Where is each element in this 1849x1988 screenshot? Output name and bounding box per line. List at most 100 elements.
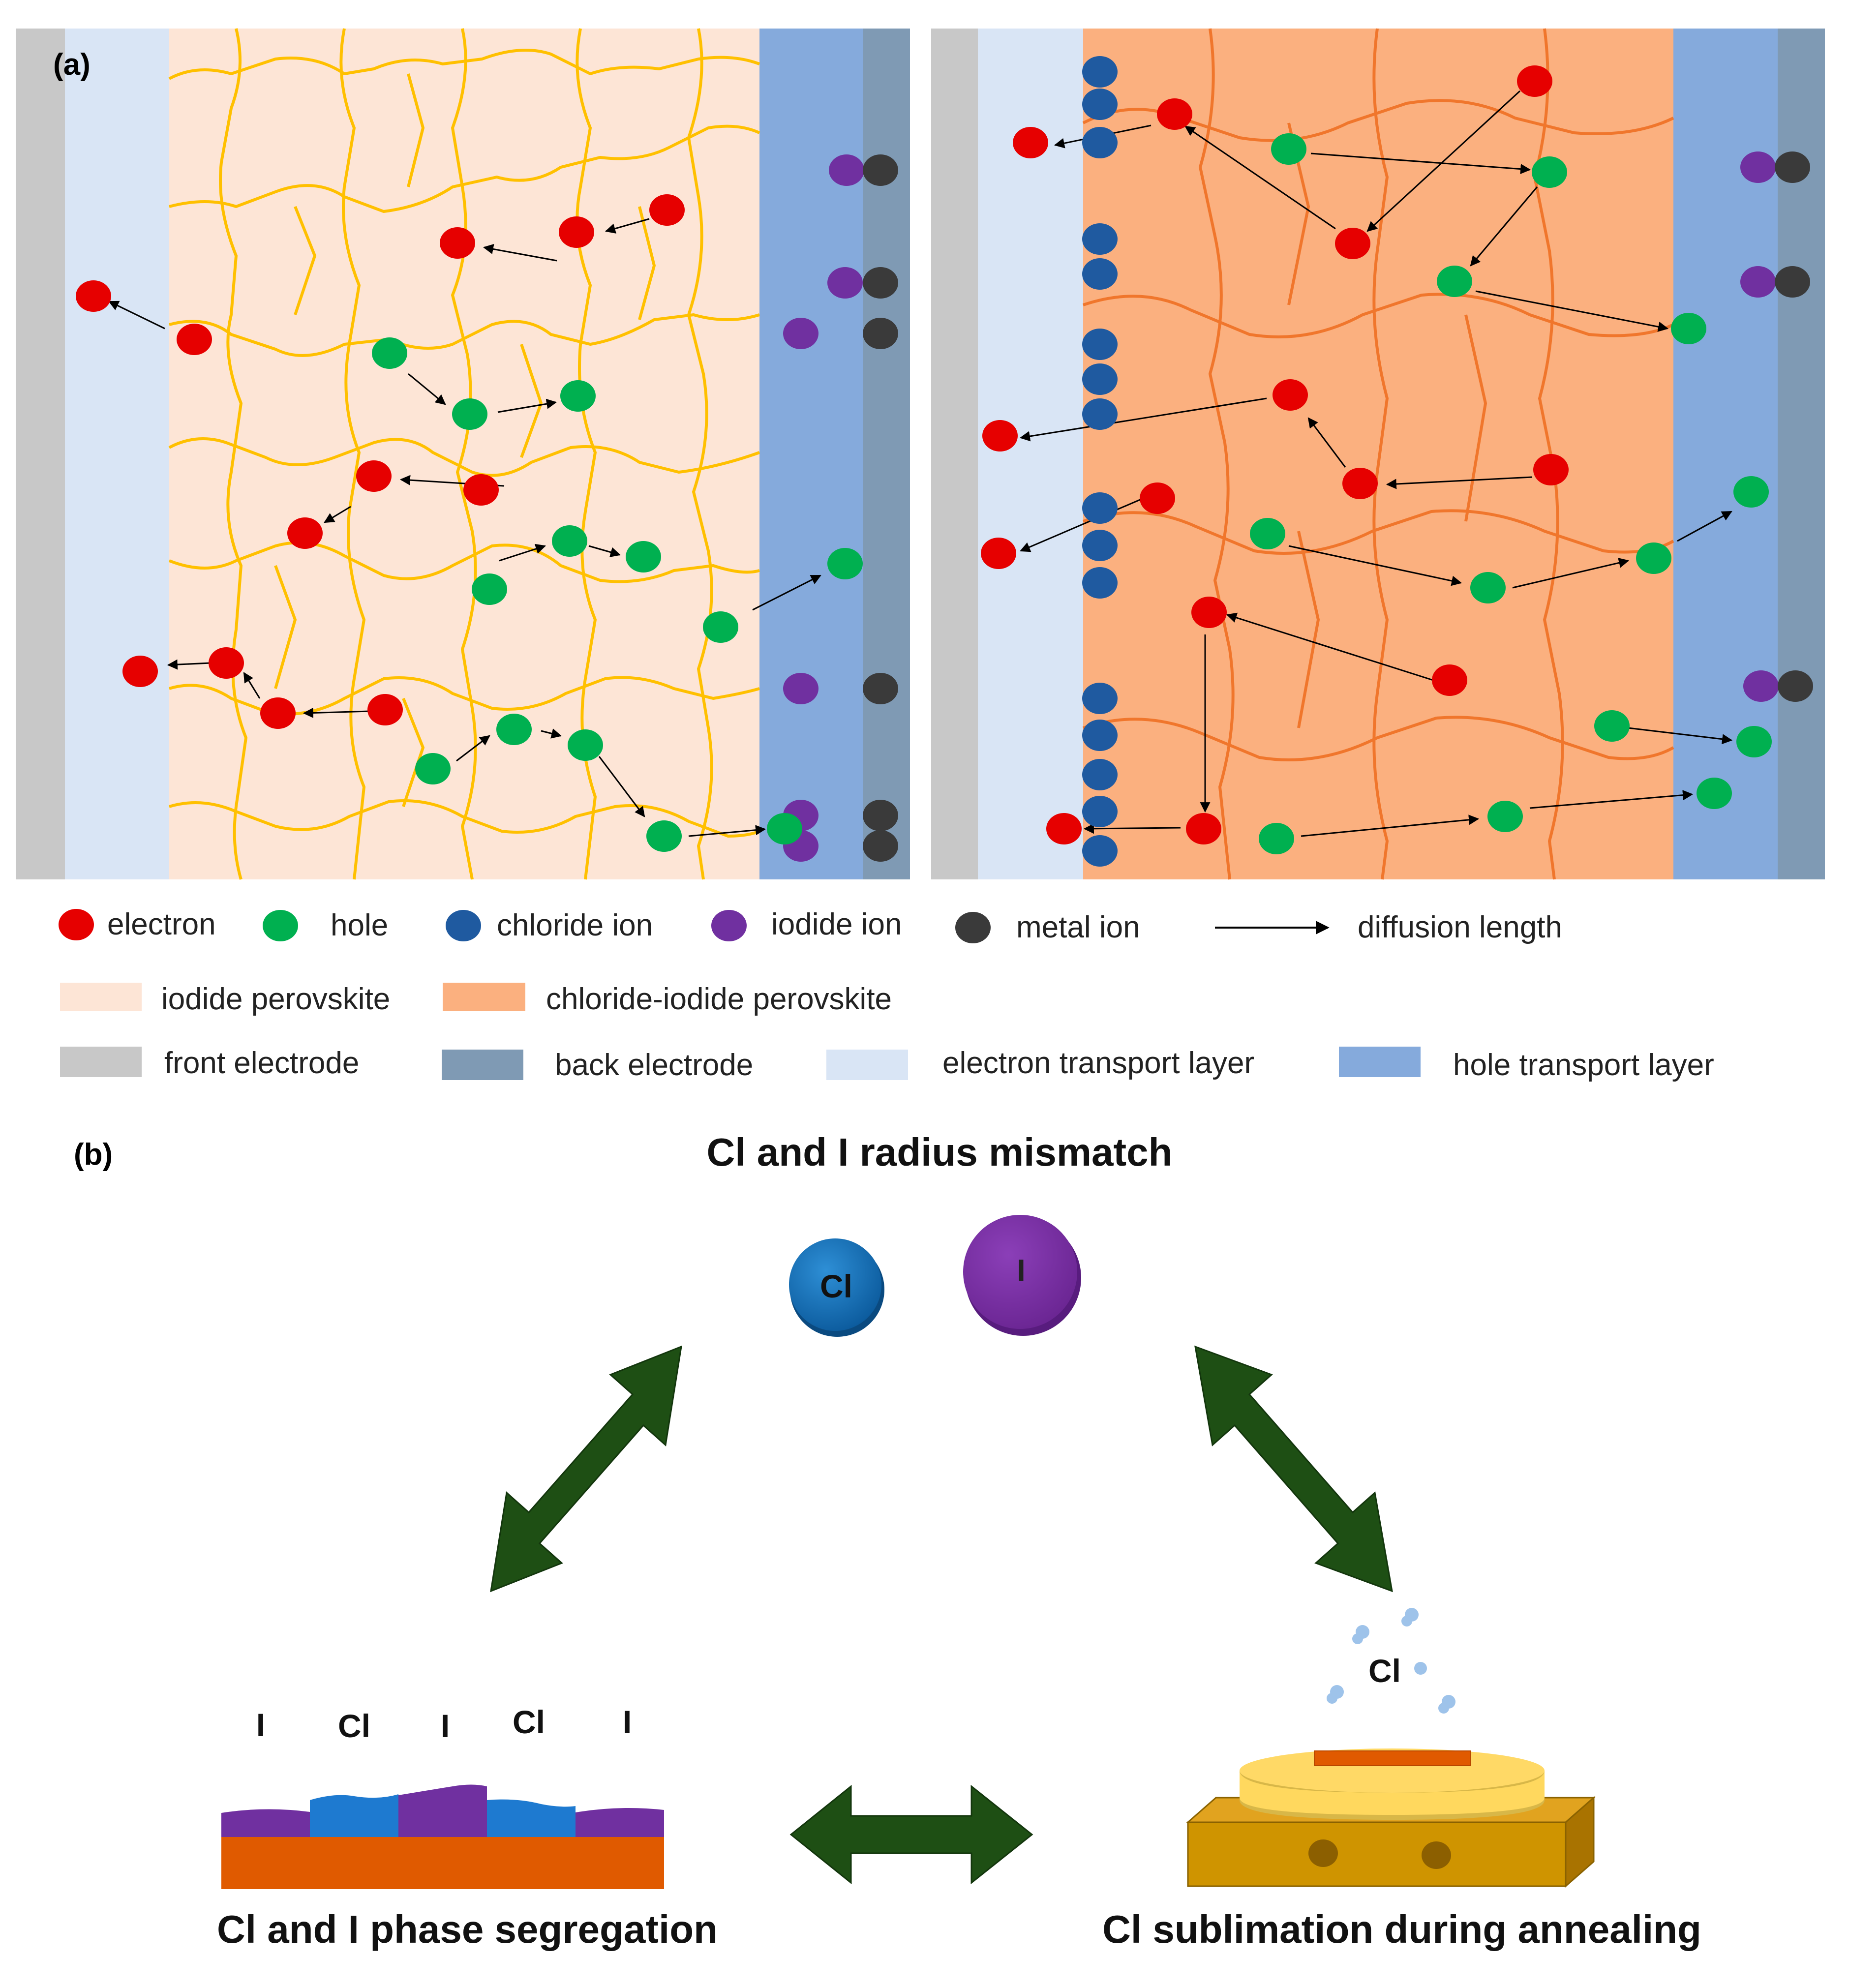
legend-electron-transport-layer-label: electron transport layer bbox=[942, 1046, 1254, 1080]
hole-dot bbox=[767, 813, 802, 844]
diffusion-arrow bbox=[1677, 511, 1732, 542]
chloride-ion-dot bbox=[1082, 363, 1118, 395]
diffusion-arrow bbox=[1301, 814, 1480, 837]
grain-boundary bbox=[1199, 28, 1235, 880]
legend-chloride-iodide-perovskite-label: chloride-iodide perovskite bbox=[546, 982, 892, 1016]
legend-hole-transport-layer: hole transport layer bbox=[1339, 1047, 1714, 1082]
perovskite-film-sample bbox=[1314, 1750, 1471, 1766]
grain-boundary bbox=[339, 28, 365, 880]
legend-metal-ion: metal ion bbox=[955, 910, 1140, 944]
hole-dot bbox=[372, 337, 407, 369]
electron-dot bbox=[260, 697, 296, 729]
diffusion-arrow bbox=[1512, 558, 1630, 589]
carriers-left bbox=[76, 154, 898, 862]
i-sphere-label: I bbox=[1017, 1254, 1025, 1288]
hole-dot bbox=[1250, 518, 1285, 549]
metal-ion-dot bbox=[863, 318, 898, 349]
hole-transport-layer-swatch bbox=[1339, 1047, 1421, 1077]
iodide-ion-sphere: I bbox=[963, 1215, 1081, 1336]
grain-boundary bbox=[169, 799, 760, 838]
legend-diffusion-length: diffusion length bbox=[1215, 910, 1562, 944]
diffusion-arrow bbox=[499, 543, 546, 562]
grain-boundary bbox=[1464, 314, 1487, 522]
diffusion-arrow bbox=[456, 735, 490, 762]
chloride-ion-swatch bbox=[446, 910, 481, 941]
double-arrow-horizontal bbox=[789, 1784, 1033, 1885]
diffusion-arrow bbox=[1019, 397, 1267, 442]
electron-dot bbox=[1335, 228, 1370, 259]
metal-ion-dot bbox=[863, 267, 898, 299]
legend-electron-transport-layer: electron transport layer bbox=[826, 1046, 1254, 1080]
legend-front-electrode-label: front electrode bbox=[164, 1046, 359, 1080]
diffusion-arrow bbox=[167, 659, 211, 670]
chloride-ion-dot bbox=[1082, 223, 1118, 255]
double-arrow-left-diagonal bbox=[490, 1345, 682, 1593]
diffusion-arrows-right bbox=[1019, 90, 1733, 837]
metal-ion-dot bbox=[1775, 266, 1810, 298]
double-arrow-left-diagonal-shape bbox=[490, 1345, 682, 1593]
segregation-label-2: Cl bbox=[338, 1708, 370, 1744]
carriers-right bbox=[981, 56, 1813, 867]
chloride-phase-1 bbox=[310, 1794, 398, 1837]
segregation-caption: Cl and I phase segregation bbox=[217, 1907, 718, 1951]
electron-dot bbox=[1046, 813, 1082, 844]
cl-vapor-particle bbox=[1438, 1703, 1449, 1714]
legend-back-electrode-label: back electrode bbox=[555, 1048, 753, 1082]
electron-transport-layer-swatch bbox=[826, 1050, 908, 1080]
grain-boundaries-right bbox=[1082, 28, 1674, 880]
metal-ion-dot bbox=[1778, 670, 1813, 702]
electron-dot bbox=[287, 517, 323, 549]
electron-transport-layer-left bbox=[65, 29, 169, 879]
iodide-phase-2 bbox=[398, 1784, 487, 1837]
chloride-ion-dot bbox=[1082, 89, 1118, 120]
hole-dot bbox=[1271, 133, 1306, 165]
cl-vapor-particle bbox=[1327, 1693, 1337, 1704]
grain-boundary bbox=[407, 73, 424, 187]
hole-dot bbox=[1733, 476, 1769, 508]
diffusion-arrow bbox=[1475, 290, 1669, 332]
metal-ion-dot bbox=[863, 154, 898, 186]
legend-diffusion-length-label: diffusion length bbox=[1358, 910, 1562, 944]
electron-dot bbox=[1432, 664, 1467, 696]
diffusion-arrow bbox=[1307, 417, 1346, 468]
legend-metal-ion-label: metal ion bbox=[1016, 910, 1140, 944]
chloride-ion-dot bbox=[1082, 796, 1118, 827]
diffusion-arrow bbox=[408, 373, 446, 405]
diffusion-arrow bbox=[1366, 90, 1521, 232]
sublimation-particles bbox=[1327, 1608, 1455, 1714]
metal-ion-swatch bbox=[955, 912, 991, 943]
diffusion-arrow bbox=[1628, 727, 1733, 745]
segregation-label-1: I bbox=[256, 1707, 265, 1743]
segregation-label-4: Cl bbox=[513, 1704, 545, 1740]
grain-boundary bbox=[294, 206, 316, 315]
diffusion-arrow bbox=[1288, 545, 1462, 586]
legend-hole-label: hole bbox=[331, 908, 388, 942]
legend-chloride-ion-label: chloride ion bbox=[497, 908, 653, 942]
metal-ion-dot bbox=[863, 830, 898, 862]
iodide-ion-dot bbox=[1740, 151, 1776, 183]
diffusion-arrow bbox=[497, 398, 557, 413]
diffusion-arrow bbox=[1184, 125, 1336, 230]
grain-boundary bbox=[1297, 531, 1320, 728]
electron-dot bbox=[1342, 468, 1378, 499]
electron-dot bbox=[367, 694, 403, 725]
cl-sphere bbox=[789, 1238, 881, 1331]
hotplate-front bbox=[1187, 1821, 1567, 1887]
hotplate-knob-left bbox=[1308, 1839, 1338, 1867]
legend-iodide-ion-label: iodide ion bbox=[771, 907, 902, 941]
iodide-ion-swatch bbox=[711, 910, 747, 941]
chloride-ion-dot bbox=[1082, 329, 1118, 360]
hole-dot bbox=[1532, 156, 1567, 188]
iodide-ion-dot bbox=[783, 318, 818, 349]
chloride-ion-dot bbox=[1082, 683, 1118, 714]
grain-boundary bbox=[687, 28, 713, 880]
hole-dot bbox=[552, 525, 587, 557]
grain-boundary bbox=[1083, 293, 1674, 338]
grain-boundary bbox=[168, 437, 760, 477]
hole-dot bbox=[1470, 572, 1506, 603]
legend-chloride-iodide-perovskite: chloride-iodide perovskite bbox=[443, 982, 892, 1016]
hole-swatch bbox=[263, 910, 298, 941]
metal-ion-dot bbox=[863, 800, 898, 831]
grain-boundary bbox=[169, 313, 760, 357]
